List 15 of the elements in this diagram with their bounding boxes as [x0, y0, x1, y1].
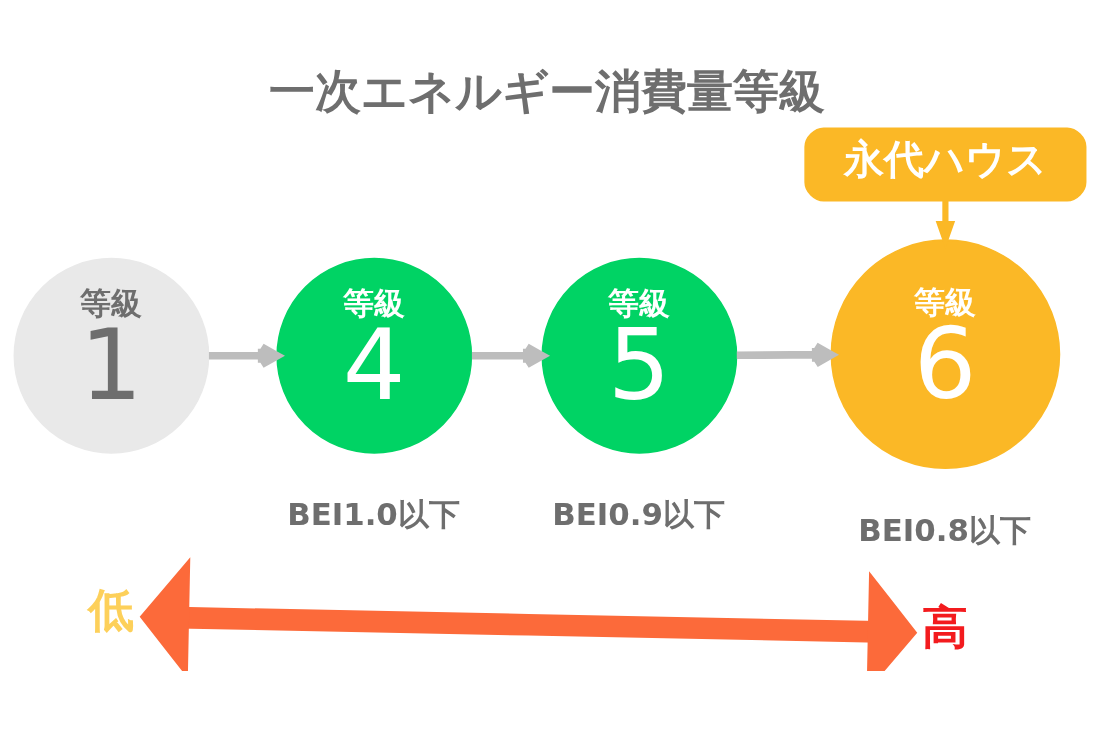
- arrow: [208, 343, 282, 369]
- node-label: BEI0.8以下: [858, 511, 1031, 548]
- node-circle: 等級 5: [541, 257, 738, 454]
- node-label: BEI0.9以下: [552, 496, 725, 533]
- node-circle: 等級 4: [276, 257, 473, 454]
- node-text: 高: [921, 600, 968, 655]
- node-circle: 等級 1: [13, 257, 210, 454]
- node-box: 永代ハウス: [804, 127, 1087, 202]
- node-circle: 等級 6: [830, 239, 1061, 470]
- node-text: 低: [87, 583, 134, 638]
- arrow: [139, 557, 918, 671]
- arrow: [736, 342, 836, 368]
- arrow: [471, 343, 547, 369]
- node-label: BEI1.0以下: [287, 496, 460, 533]
- diagram-title: 一次エネルギー消費量等級: [269, 63, 826, 118]
